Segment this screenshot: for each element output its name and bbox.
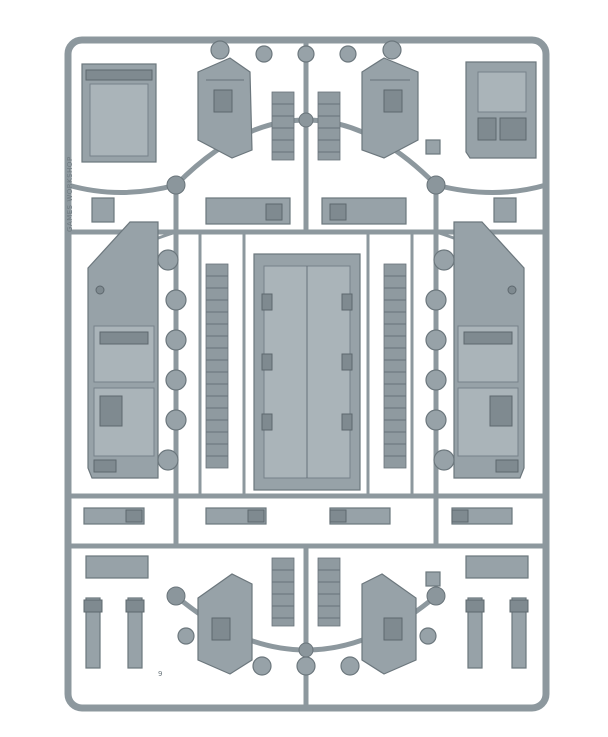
front-plate-right <box>321 197 407 225</box>
hull-side-left <box>87 221 159 479</box>
road-wheels-right <box>425 249 455 471</box>
barrels-bottom-right <box>465 597 529 669</box>
small-parts-top <box>91 139 517 223</box>
side-armour-top-left <box>197 57 253 159</box>
hatch-plate-top-right <box>465 61 537 159</box>
hull-side-right <box>453 221 525 479</box>
hull-deck-center <box>253 253 361 491</box>
weapon-row <box>83 507 513 525</box>
road-wheels-left <box>157 249 187 471</box>
barrels-bottom-left <box>83 597 145 669</box>
front-plate-left <box>205 197 291 225</box>
track-column-right <box>383 263 407 469</box>
road-wheels-bottom <box>177 627 437 676</box>
track-column-left <box>205 263 229 469</box>
track-links-bottom <box>271 557 341 627</box>
hatch-plate-top-left <box>81 63 157 163</box>
sprue-code-text: GAMES WORKSHOP <box>66 156 74 232</box>
sprue-hubs <box>166 112 446 658</box>
track-links-top <box>271 91 341 161</box>
road-wheels-top <box>210 40 402 63</box>
side-armour-bottom-right <box>361 573 417 675</box>
lower-plates <box>85 555 529 587</box>
side-armour-bottom-left <box>197 573 253 675</box>
sprue-part-label: 9 <box>158 670 163 678</box>
side-armour-top-right <box>361 57 419 159</box>
